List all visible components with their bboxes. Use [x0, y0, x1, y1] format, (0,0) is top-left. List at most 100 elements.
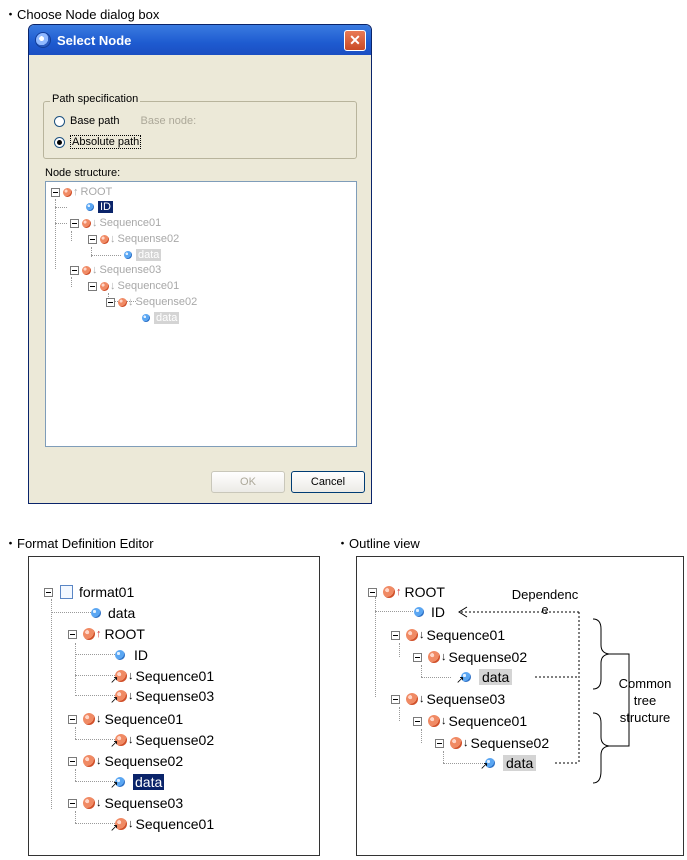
- element-node-icon: [63, 187, 72, 197]
- tree-node-data[interactable]: data: [124, 249, 162, 261]
- collapse-icon[interactable]: [413, 652, 422, 662]
- editor-node-root-sequense03[interactable]: ↗ ↓ Sequense03: [110, 688, 215, 706]
- outline-node-data2[interactable]: ↗ data: [480, 755, 537, 772]
- editor-node-format01[interactable]: format01: [44, 584, 134, 600]
- node-structure-tree[interactable]: ↑ ROOT ID ↓ Sequence01 ↓ Sequense02 data…: [45, 181, 357, 447]
- tree-node-sequence01[interactable]: ↓ Sequence01: [70, 217, 161, 229]
- node-label: data: [503, 755, 537, 771]
- absolute-path-option[interactable]: Absolute path: [54, 135, 142, 149]
- data-node-icon: [91, 608, 101, 618]
- node-label: ROOT: [104, 626, 145, 642]
- node-label: format01: [79, 584, 135, 600]
- outline-node-sequence01[interactable]: ↓ Sequence01: [391, 627, 505, 643]
- collapse-icon[interactable]: [106, 297, 115, 307]
- editor-node-data[interactable]: data: [91, 605, 135, 621]
- outline-view-caption: ・Outline view: [336, 536, 420, 551]
- node-label: Sequense03: [104, 795, 184, 811]
- common-label-line1: Common: [618, 676, 672, 691]
- element-node-icon: [100, 234, 109, 244]
- collapse-icon[interactable]: [68, 629, 77, 639]
- select-node-dialog: Select Node ✕ Path specification Base pa…: [28, 24, 372, 504]
- editor-node-id[interactable]: ID: [115, 647, 148, 663]
- editor-node-sequense02-data[interactable]: ↗ data: [110, 774, 165, 791]
- tree-node-root[interactable]: ↑ ROOT: [51, 186, 112, 198]
- element-node-icon: [83, 797, 95, 809]
- dialog-title: Select Node: [57, 32, 132, 48]
- collapse-icon[interactable]: [68, 714, 77, 724]
- node-label: Sequense02: [448, 649, 528, 665]
- editor-node-sequense03[interactable]: ↓ Sequense03: [68, 795, 183, 811]
- editor-node-root[interactable]: ↑ ROOT: [68, 626, 145, 642]
- node-label: ID: [431, 604, 445, 620]
- tree-node-sequense02b[interactable]: ↓ Sequense02: [106, 296, 197, 308]
- absolute-path-radio[interactable]: [54, 136, 65, 148]
- ok-button[interactable]: OK: [211, 471, 285, 493]
- data-node-icon: [414, 607, 424, 617]
- collapse-icon[interactable]: [44, 587, 53, 597]
- node-label: Sequense03: [99, 264, 162, 276]
- editor-node-sequense02[interactable]: ↓ Sequense02: [68, 753, 183, 769]
- collapse-icon[interactable]: [413, 716, 422, 726]
- base-path-label: Base path: [70, 115, 120, 127]
- node-label: ID: [98, 201, 113, 213]
- collapse-icon[interactable]: [391, 694, 400, 704]
- collapse-icon[interactable]: [435, 738, 444, 748]
- editor-node-sequence01[interactable]: ↓ Sequence01: [68, 711, 183, 727]
- editor-node-sequense03-child[interactable]: ↗ ↓ Sequence01: [110, 816, 215, 834]
- tree-node-data2[interactable]: data: [142, 312, 180, 324]
- path-specification-group: Path specification Base path Base node: …: [43, 93, 357, 159]
- outline-view-panel: ↑ ROOT ID ↓ Sequence01 ↓ Sequense02 ↗ da…: [356, 556, 684, 856]
- tree-node-id[interactable]: ID: [86, 201, 113, 213]
- outline-node-sequence01b[interactable]: ↓ Sequence01: [413, 713, 527, 729]
- node-label: ROOT: [80, 186, 113, 198]
- outline-node-sequense02[interactable]: ↓ Sequense02: [413, 649, 527, 665]
- element-node-icon: [428, 715, 440, 727]
- collapse-icon[interactable]: [68, 798, 77, 808]
- collapse-icon[interactable]: [68, 756, 77, 766]
- collapse-icon[interactable]: [70, 265, 79, 275]
- data-node-icon: [115, 650, 125, 660]
- base-path-option[interactable]: Base path Base node:: [54, 115, 196, 127]
- data-node-icon: [142, 314, 150, 322]
- node-label: Sequence01: [135, 668, 215, 684]
- outline-node-id[interactable]: ID: [414, 604, 445, 620]
- node-label: ID: [134, 647, 148, 663]
- element-node-icon: [100, 281, 109, 291]
- outline-node-root[interactable]: ↑ ROOT: [368, 584, 445, 600]
- outline-node-sequense02b[interactable]: ↓ Sequense02: [435, 735, 549, 751]
- dialog-titlebar[interactable]: Select Node ✕: [29, 25, 371, 55]
- node-label: Sequense02: [104, 753, 184, 769]
- dependence-label-line1: Dependenc: [511, 587, 579, 602]
- collapse-icon[interactable]: [70, 218, 79, 228]
- data-node-icon: [461, 672, 471, 682]
- cancel-button[interactable]: Cancel: [291, 471, 365, 493]
- dependence-annotation-lines: [458, 606, 630, 784]
- collapse-icon[interactable]: [88, 281, 97, 291]
- element-node-icon: [383, 586, 395, 598]
- close-button[interactable]: ✕: [344, 30, 366, 51]
- editor-node-sequence01-child[interactable]: ↗ ↓ Sequense02: [110, 732, 215, 750]
- node-structure-label: Node structure:: [45, 167, 121, 179]
- node-label: data: [154, 312, 180, 324]
- eclipse-app-icon: [35, 32, 51, 48]
- collapse-icon[interactable]: [88, 234, 97, 244]
- outline-node-data1[interactable]: ↗ data: [456, 669, 513, 686]
- collapse-icon[interactable]: [51, 187, 60, 197]
- tree-node-sequence01b[interactable]: ↓ Sequence01: [88, 280, 179, 292]
- element-node-icon: [115, 818, 127, 830]
- format-definition-editor-panel: format01 data ↑ ROOT ID ↗ ↓ Sequence01 ↗…: [28, 556, 320, 856]
- base-path-radio[interactable]: [54, 115, 65, 127]
- node-label: ROOT: [404, 584, 445, 600]
- node-label: Sequence01: [104, 711, 184, 727]
- element-node-icon: [82, 218, 91, 228]
- node-label: Sequense03: [135, 688, 215, 704]
- node-label: data: [108, 605, 136, 621]
- collapse-icon[interactable]: [391, 630, 400, 640]
- reference-arrow-icon: ↗: [110, 675, 119, 686]
- common-label-line2: tree: [633, 693, 657, 708]
- editor-node-root-sequence01[interactable]: ↗ ↓ Sequence01: [110, 668, 215, 686]
- collapse-icon[interactable]: [368, 587, 377, 597]
- outline-node-sequense03[interactable]: ↓ Sequense03: [391, 691, 505, 707]
- tree-node-sequense02[interactable]: ↓ Sequense02: [88, 233, 179, 245]
- tree-node-sequense03[interactable]: ↓ Sequense03: [70, 264, 161, 276]
